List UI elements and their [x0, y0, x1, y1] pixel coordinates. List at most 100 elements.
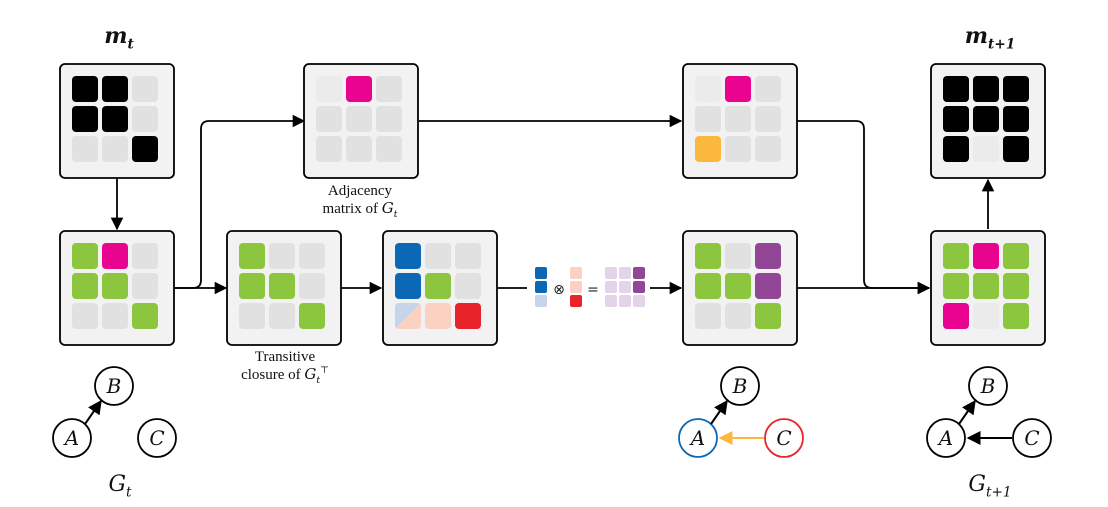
op-result-cell [605, 267, 617, 279]
equals-symbol: = [587, 282, 599, 298]
label-g-t1: Gt+1 [968, 472, 1012, 501]
op-result-cell [619, 281, 631, 293]
matrix-result [682, 230, 798, 346]
matrix-cell [1003, 106, 1029, 132]
matrix-cell [1003, 76, 1029, 102]
matrix-cell [102, 76, 128, 102]
matrix-cell [376, 136, 402, 162]
matrix-cell [943, 273, 969, 299]
matrix-cell [316, 76, 342, 102]
matrix-cell [455, 243, 481, 269]
matrix-cell [132, 76, 158, 102]
edge-a-to-b-gt [84, 399, 102, 425]
matrix-cell [943, 243, 969, 269]
matrix-cell [725, 303, 751, 329]
matrix-cell [346, 106, 372, 132]
matrix-cell [132, 136, 158, 162]
op-cell [570, 295, 582, 307]
op-cell [570, 267, 582, 279]
matrix-cell [132, 303, 158, 329]
matrix-cell [239, 303, 265, 329]
matrix-cell [239, 243, 265, 269]
matrix-cell [346, 136, 372, 162]
edge-a-to-b-mid [710, 399, 728, 425]
matrix-closure [226, 230, 342, 346]
op-cell [535, 295, 547, 307]
matrix-cell [695, 76, 721, 102]
matrix-cell [973, 106, 999, 132]
matrix-cell-split [395, 303, 421, 329]
graph-node-b-gt: B [94, 366, 134, 406]
op-result-cell [605, 295, 617, 307]
matrix-cell [755, 76, 781, 102]
matrix-adj-top [303, 63, 419, 179]
caption-transitive: Transitive closure of Gt⊤ [241, 349, 329, 387]
matrix-cell [425, 243, 451, 269]
matrix-cell [132, 273, 158, 299]
graph-node-label: B [732, 374, 748, 398]
matrix-cell [973, 136, 999, 162]
graph-node-label: A [63, 426, 79, 450]
op-cell [570, 281, 582, 293]
op-cell [535, 281, 547, 293]
matrix-cell [72, 243, 98, 269]
matrix-cell [239, 273, 265, 299]
graph-node-b-mid: B [720, 366, 760, 406]
graph-node-label: C [149, 426, 164, 450]
otimes-symbol: ⊗ [553, 282, 565, 298]
graph-node-label: B [980, 374, 996, 398]
matrix-cell [755, 303, 781, 329]
matrix-cell [943, 303, 969, 329]
label-g-t: Gt [108, 472, 132, 501]
matrix-cell [102, 303, 128, 329]
matrix-cell [725, 136, 751, 162]
matrix-cell [316, 106, 342, 132]
matrix-cell [72, 303, 98, 329]
matrix-cell [102, 136, 128, 162]
matrix-cell [755, 273, 781, 299]
matrix-adj-right [682, 63, 798, 179]
edge-a-to-b-t1 [958, 399, 976, 425]
matrix-panels [59, 63, 1046, 346]
matrix-cell [973, 243, 999, 269]
label-m-t1: mt+1 [964, 23, 1016, 53]
op-result-cell [619, 267, 631, 279]
graph-node-a-mid: A [678, 418, 718, 458]
matrix-cell [755, 243, 781, 269]
graph-node-b-t1: B [968, 366, 1008, 406]
matrix-cell [316, 136, 342, 162]
label-m-t: mt [104, 23, 134, 53]
matrix-cell [725, 273, 751, 299]
matrix-cell [755, 136, 781, 162]
graph-node-label: B [106, 374, 122, 398]
graph-node-label: A [689, 426, 705, 450]
matrix-cell [755, 106, 781, 132]
matrix-cell [973, 303, 999, 329]
graph-node-c-t1: C [1012, 418, 1052, 458]
matrix-cell [299, 273, 325, 299]
matrix-cell [269, 243, 295, 269]
matrix-cell [725, 106, 751, 132]
matrix-cell [269, 273, 295, 299]
graph-node-c-mid: C [764, 418, 804, 458]
matrix-cell [943, 136, 969, 162]
op-result-cell [633, 281, 645, 293]
matrix-cell [72, 273, 98, 299]
connectors [110, 114, 995, 295]
matrix-cell [695, 243, 721, 269]
matrix-cell [725, 76, 751, 102]
otimes-operation: ⊗= [535, 267, 652, 307]
matrix-cell [395, 273, 421, 299]
matrix-final [930, 230, 1046, 346]
matrix-cell [695, 136, 721, 162]
matrix-cell [376, 106, 402, 132]
matrix-cell [1003, 273, 1029, 299]
matrix-cell [1003, 243, 1029, 269]
matrix-cell [973, 273, 999, 299]
matrix-cell [102, 273, 128, 299]
matrix-g-t [59, 230, 175, 346]
op-result-cell [605, 281, 617, 293]
matrix-cell [102, 106, 128, 132]
